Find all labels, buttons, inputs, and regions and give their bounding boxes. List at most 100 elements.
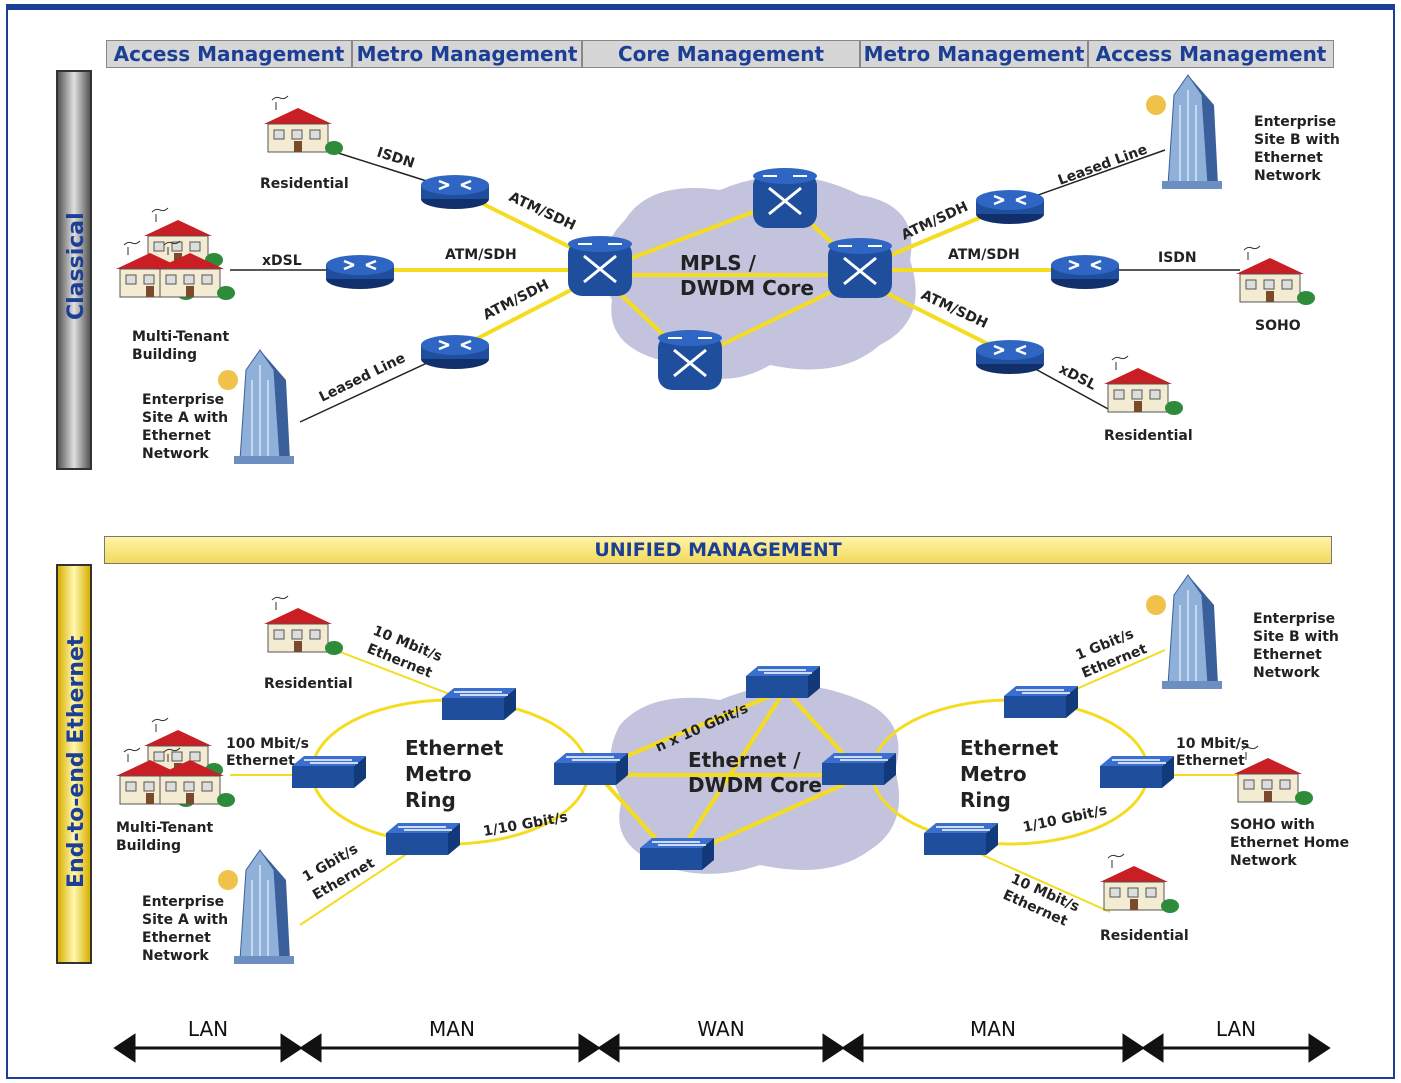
right-ring-label-1: Ethernet [960,736,1059,760]
mtb-label-2: Building [132,347,197,363]
eth-link-ring-left: 1/10 Gbit/s [482,809,569,840]
eth-mtb-label-1: Multi-Tenant [116,820,214,836]
ethernet-band-label: End-to-end Ethernet [64,635,89,888]
router-isdn [419,173,491,211]
router-xdsl [324,253,396,291]
eth-link-mtb-2: Ethernet [226,753,295,769]
ethernet-core-label-1: Ethernet / [688,748,801,772]
ethernet-switch-right-top [1003,685,1079,719]
eth-soho-label-1: SOHO with [1230,817,1315,833]
eth-residential-right-house-icon [1099,853,1180,914]
ethernet-core-label-2: DWDM Core [688,773,822,797]
link-atm-right-mid: ATM/SDH [948,247,1020,263]
core-switch-bottom [656,328,724,392]
classical-band [56,70,92,470]
router-right-bottom [974,338,1046,376]
unified-management-banner: UNIFIED MANAGEMENT [104,536,1332,564]
eth-site-a-label-1: Enterprise [142,894,224,910]
eth-site-a-label-2: Site A with [142,912,228,928]
site-b-label-4: Network [1254,168,1321,184]
ethernet-switch-left-top [441,687,517,721]
site-a-label-3: Ethernet [142,428,211,444]
eth-soho-label-2: Ethernet Home [1230,835,1349,851]
eth-residential-label: Residential [264,676,353,692]
eth-link-soho-2: Ethernet [1176,753,1245,769]
core-switch-top [751,166,819,230]
ethernet-core-switch-bottom [639,837,715,871]
eth-mtb-label-2: Building [116,838,181,854]
header-access-management-left: Access Management [106,40,352,68]
residential-label: Residential [260,176,349,192]
enterprise-a-tower-icon [217,349,295,465]
eth-residential-house-icon [263,595,344,656]
management-header: Access Management Metro Management Core … [106,40,1334,68]
right-ring-label-2: Metro [960,762,1027,786]
header-metro-management-left: Metro Management [352,40,582,68]
eth-residential-right-label: Residential [1100,928,1189,944]
eth-soho-house-icon [1233,745,1314,806]
ethernet-core-switch-top [745,665,821,699]
residential-right-house-icon [1103,355,1184,416]
enterprise-b-tower-icon [1145,74,1223,190]
eth-site-a-label-3: Ethernet [142,930,211,946]
residential-house-icon [263,95,344,156]
eth-site-b-label-4: Network [1253,665,1320,681]
ethernet-switch-right-east [1099,755,1175,789]
left-ring-label-1: Ethernet [405,736,504,760]
span-man-right: MAN [970,1017,1016,1041]
mtb-label-1: Multi-Tenant [132,329,230,345]
site-a-label-4: Network [142,446,209,462]
site-b-label-2: Site B with [1254,132,1340,148]
ethernet-switch-left-west [291,755,367,789]
header-core-management: Core Management [582,40,860,68]
link-xdsl: xDSL [262,253,302,269]
eth-link-ring-right: 1/10 Gbit/s [1022,802,1109,835]
router-right-top [974,188,1046,226]
eth-enterprise-b-tower-icon [1145,574,1223,690]
span-lan-left: LAN [188,1017,228,1041]
router-leased-line [419,333,491,371]
link-leased-line-right: Leased Line [1056,142,1150,189]
site-a-label-1: Enterprise [142,392,224,408]
eth-site-b-label-3: Ethernet [1253,647,1322,663]
link-xdsl-right: xDSL [1056,361,1099,393]
eth-enterprise-a-tower-icon [217,849,295,965]
left-ring-label-3: Ring [405,788,456,812]
eth-site-b-label-1: Enterprise [1253,611,1335,627]
ethernet-band [56,564,92,964]
ethernet-core-switch-left [553,752,629,786]
core-switch-left [566,234,634,298]
site-b-label-3: Ethernet [1254,150,1323,166]
eth-site-b-label-2: Site B with [1253,629,1339,645]
ethernet-core-switch-right [821,752,897,786]
link-isdn-right: ISDN [1158,250,1197,266]
router-right-mid [1049,253,1121,291]
soho-label: SOHO [1255,318,1301,334]
header-access-management-right: Access Management [1088,40,1334,68]
right-ring-label-3: Ring [960,788,1011,812]
ethernet-switch-left-bottom [385,822,461,856]
mpls-core-label-2: DWDM Core [680,276,814,300]
classical-band-label: Classical [64,212,89,320]
span-man-left: MAN [429,1017,475,1041]
site-b-label-1: Enterprise [1254,114,1336,130]
link-isdn: ISDN [375,145,417,172]
left-ring-label-2: Metro [405,762,472,786]
soho-house-icon [1235,245,1316,306]
page-frame [6,4,1395,1079]
span-wan: WAN [697,1017,744,1041]
eth-site-a-label-4: Network [142,948,209,964]
core-switch-right [826,236,894,300]
eth-soho-label-3: Network [1230,853,1297,869]
span-arrows [113,1033,1331,1063]
link-atm-mid: ATM/SDH [445,247,517,263]
residential-right-label: Residential [1104,428,1193,444]
eth-link-mtb-1: 100 Mbit/s [226,736,309,752]
mpls-dwdm-core-cloud [603,176,916,379]
span-lan-right: LAN [1216,1017,1256,1041]
header-metro-management-right: Metro Management [860,40,1088,68]
site-a-label-2: Site A with [142,410,228,426]
link-atm-upper: ATM/SDH [506,189,578,234]
ethernet-switch-right-bottom [923,822,999,856]
